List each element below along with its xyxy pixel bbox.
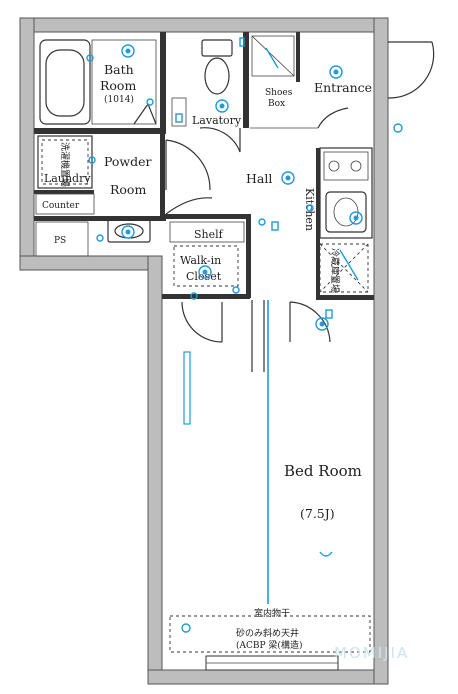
switch-icon (175, 113, 183, 123)
outlet-icon (96, 234, 104, 242)
bath-room-label-2: Room (100, 78, 136, 93)
laundry-pan-label: 洗濯機置場 (59, 142, 71, 187)
light-icon (121, 44, 135, 58)
switch-icon (271, 221, 279, 231)
lavatory: Lavatory (171, 39, 242, 153)
outlet-icon (146, 98, 154, 106)
lavatory-label: Lavatory (192, 114, 242, 127)
counter-label: Counter (42, 201, 80, 211)
bath-room-label-1: Bath (104, 62, 134, 77)
light-icon (315, 317, 329, 331)
laundry-label: Laundry (44, 172, 91, 185)
door-swing-icon (387, 41, 435, 99)
window-icon (205, 655, 339, 671)
light-icon (215, 99, 229, 113)
outlet-icon (86, 54, 94, 62)
walk-in-closet-label-2: Closet (186, 270, 222, 283)
bathtub-icon (39, 39, 91, 125)
bed-room-label-1: Bed Room (284, 462, 362, 480)
switch-icon (239, 37, 245, 47)
light-icon (281, 171, 295, 185)
toilet-icon (201, 39, 233, 95)
walk-in-closet-label-1: Walk-in (180, 254, 221, 267)
bath-room: Bath Room (1014) (39, 39, 157, 125)
beam-note: (ACBP 梁(構造) (236, 639, 302, 651)
outlet-icon (88, 156, 96, 164)
electrical-marks (86, 37, 403, 633)
sink-icon (325, 191, 367, 233)
light-icon (329, 65, 343, 79)
slanted-ceiling-note: 砂のみ斜め天井 (236, 627, 299, 639)
light-icon (198, 265, 212, 279)
outlet-icon (232, 286, 240, 294)
bed-room-size: (7.5J) (300, 506, 335, 521)
refrigerator-label: 冷蔵庫置場 (329, 248, 341, 293)
powder-room-label-2: Room (110, 182, 146, 197)
sliding-door-icon (251, 300, 331, 372)
kitchen-label: Kitchen (303, 188, 316, 231)
entrance-area: Shoes Box Entrance (250, 35, 435, 129)
switch-icon (325, 309, 333, 319)
powder-room-label-1: Powder (104, 154, 152, 169)
entrance-label: Entrance (314, 80, 372, 95)
ps-label: PS (54, 236, 66, 246)
shoes-box-label-1: Shoes (265, 88, 293, 98)
kitchen: Kitchen 冷蔵庫置場 (303, 147, 373, 293)
shelf-label: Shelf (194, 228, 224, 241)
outlet-icon (258, 218, 266, 226)
hall-label: Hall (246, 171, 272, 186)
interior-walls (34, 32, 374, 300)
watermark: MOMIJIA (334, 644, 409, 662)
outlet-icon (190, 292, 198, 300)
outlet-icon (393, 123, 403, 133)
outer-walls (19, 17, 389, 685)
walk-in-closet: Shelf Walk-in Closet (169, 221, 245, 343)
bath-room-size: (1014) (104, 94, 134, 105)
outlet-icon (306, 204, 314, 212)
laundry-area: 洗濯機置場 Laundry Counter Powder Room PS (35, 135, 152, 257)
light-icon (349, 211, 363, 225)
hall: Hall (165, 139, 272, 215)
indoor-drying-note: 室内物干 (254, 607, 290, 619)
bed-room: Bed Room (7.5J) 室内物干 砂のみ斜め天井 (ACBP 梁(構造) (169, 300, 371, 671)
shoes-box-label-2: Box (268, 99, 285, 109)
stove-icon (323, 151, 369, 181)
light-icon (121, 225, 135, 239)
outlet-icon (181, 623, 191, 633)
